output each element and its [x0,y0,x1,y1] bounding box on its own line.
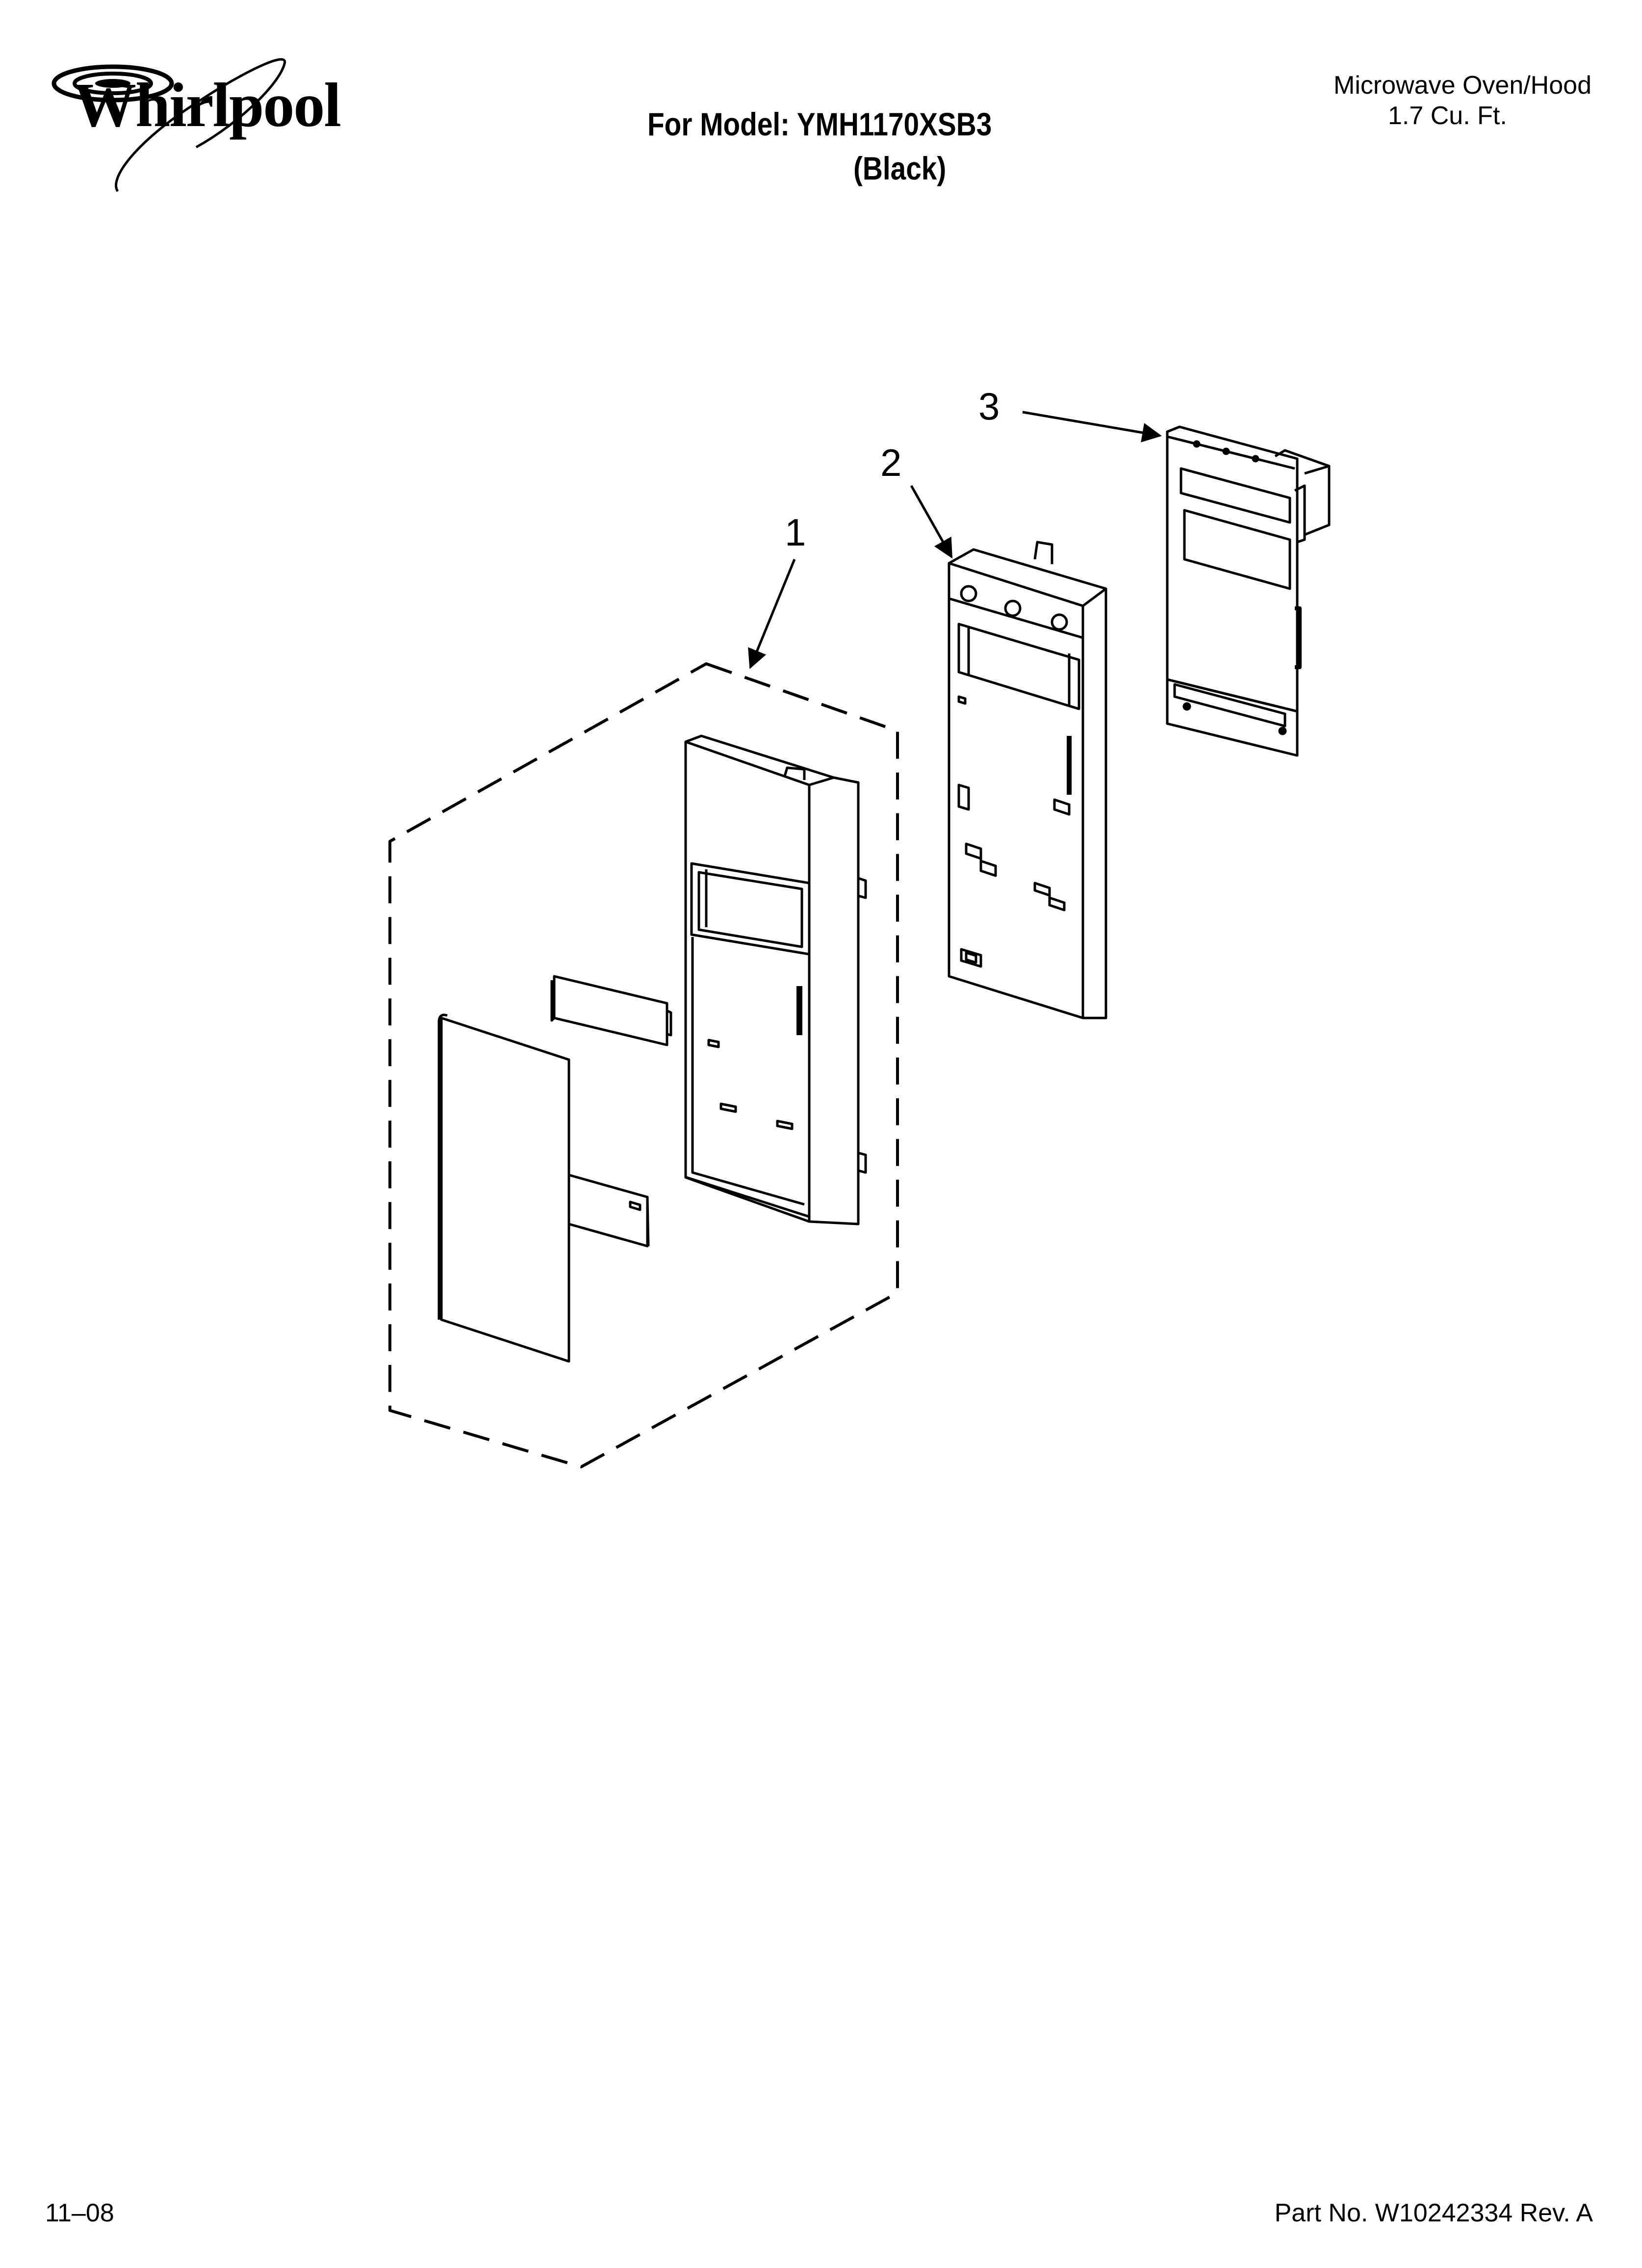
ribbon-cable [568,1173,650,1248]
product-type: Microwave Oven/Hood [1334,71,1591,100]
electronic-control-board [1166,425,1331,757]
callout-1: 1 [785,511,806,554]
display-window-panel [550,975,672,1046]
control-panel-backing [948,541,1107,1019]
whirlpool-logo-swirl [51,58,286,192]
leader-line-2 [910,485,953,559]
product-capacity: 1.7 Cu. Ft. [1388,102,1507,130]
callout-3: 3 [978,385,1000,428]
part-number: Part No. W10242334 Rev. A [1274,2199,1593,2227]
brand-logo-text: Whirlpool [74,70,341,140]
model-heading: For Model: YMH1170XSB3 [647,106,992,142]
callout-2: 2 [880,441,901,484]
keypad-membrane [437,1014,570,1363]
leader-line-3 [1022,411,1162,443]
leader-line-1 [748,559,796,669]
color-heading: (Black) [853,150,947,186]
date-code: 11–08 [45,2199,114,2227]
control-panel-frame [684,734,867,1225]
assembly-dashed-boundary [388,662,899,1468]
